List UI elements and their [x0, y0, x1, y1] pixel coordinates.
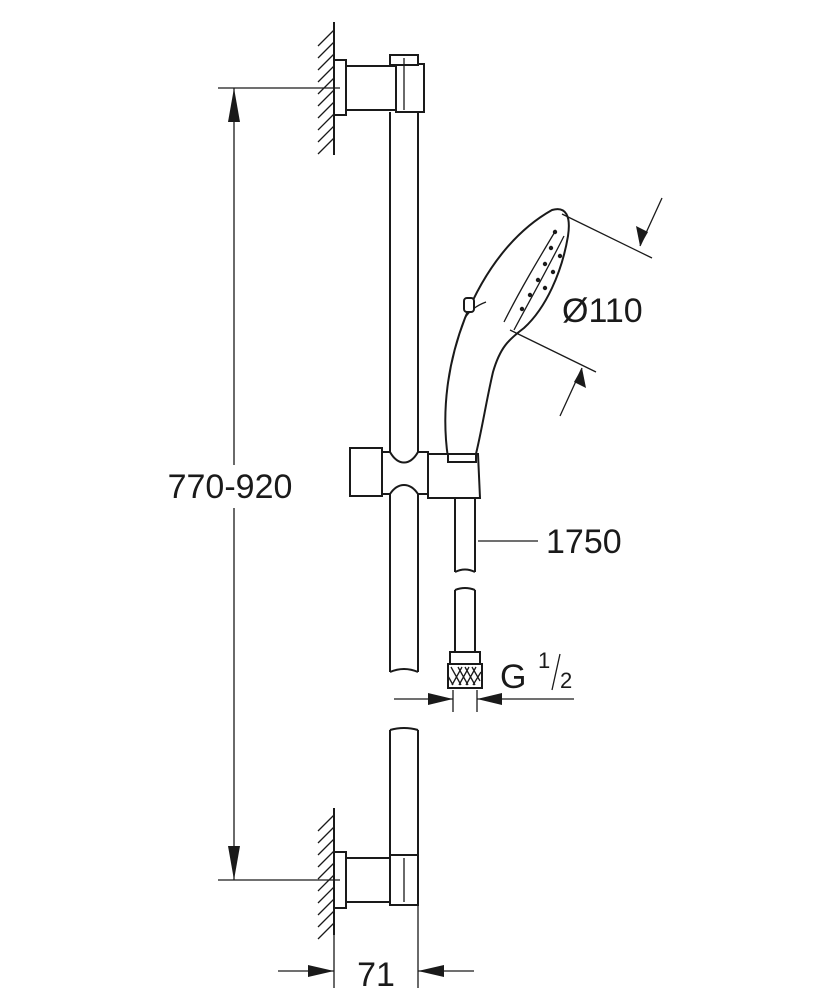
bottom-wall-bracket	[333, 851, 419, 909]
wall-offset-dimension	[278, 905, 474, 988]
diameter-label: Ø110	[562, 292, 643, 330]
sliding-holder	[349, 447, 482, 499]
shower-rail	[389, 112, 419, 855]
hose-length-label: 1750	[546, 523, 622, 561]
bottom-wall-hatching	[317, 808, 335, 940]
thread-dimension	[394, 693, 574, 705]
spray-nozzles	[519, 229, 563, 312]
bar-height-dimension	[218, 87, 340, 881]
wall-offset-label: 71	[357, 956, 395, 994]
hand-shower	[444, 208, 570, 459]
shower-hose	[454, 498, 476, 652]
thread-fraction-slash	[551, 653, 561, 691]
thread-label: G	[500, 658, 526, 696]
hose-nut	[447, 651, 483, 712]
thread-fraction-denominator: 2	[560, 668, 572, 693]
diameter-dimension	[509, 197, 663, 417]
thread-fraction-numerator: 1	[538, 648, 550, 673]
bar-height-label: 770-920	[168, 468, 293, 506]
top-wall-bracket	[333, 54, 425, 116]
